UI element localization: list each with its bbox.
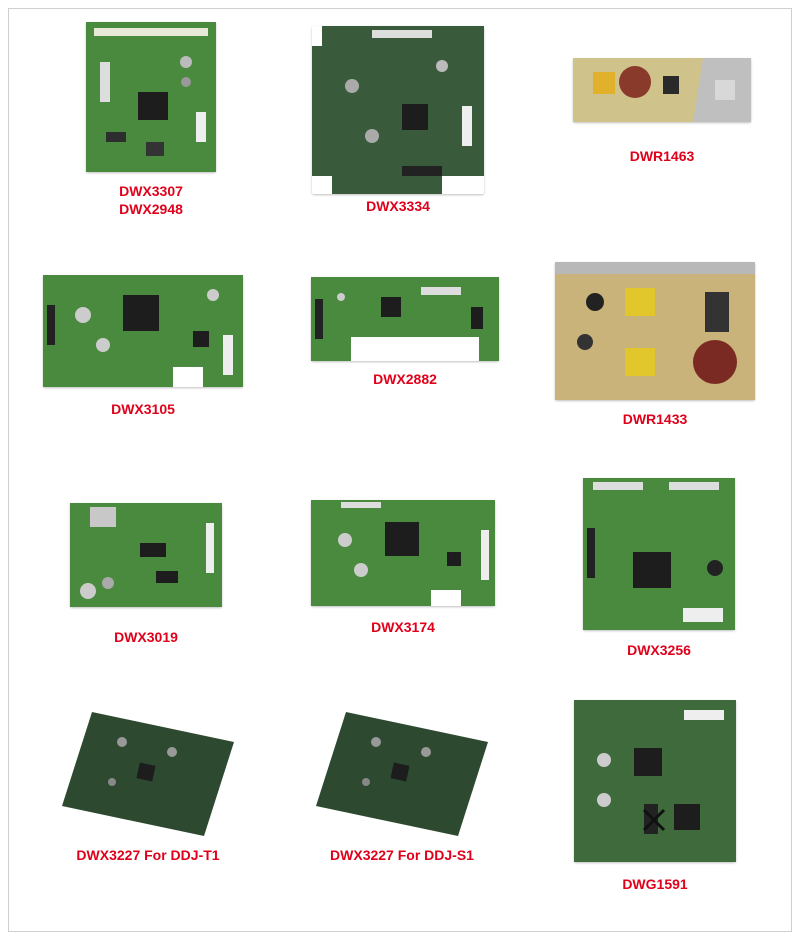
pcb-board-image — [86, 22, 216, 172]
psu-board-image — [573, 58, 751, 122]
product-label: DWX3105 — [111, 401, 175, 417]
pcb-board-image — [574, 700, 736, 862]
pcb-board-image — [70, 503, 222, 607]
pcb-board-image — [62, 712, 234, 836]
pcb-board-image — [316, 712, 488, 836]
pcb-board-image — [312, 26, 484, 194]
product-label: DWX3307 DWX2948 — [119, 183, 183, 217]
pcb-board-image — [583, 478, 735, 630]
product-label: DWX3227 For DDJ-T1 — [76, 847, 220, 863]
product-label: DWX2882 — [373, 371, 437, 387]
pcb-board-image — [311, 277, 499, 361]
product-label: DWX3019 — [114, 629, 178, 645]
pcb-board-image — [311, 500, 495, 606]
product-label: DWX3334 — [366, 198, 430, 214]
pcb-board-image — [43, 275, 243, 387]
psu-board-image — [555, 262, 755, 400]
catalog-frame — [8, 8, 792, 932]
product-label: DWG1591 — [622, 876, 688, 892]
product-label: DWR1463 — [629, 148, 695, 164]
product-label: DWX3174 — [371, 619, 435, 635]
product-label: DWR1433 — [622, 411, 688, 427]
product-label: DWX3227 For DDJ-S1 — [330, 847, 474, 863]
product-label: DWX3256 — [627, 642, 691, 658]
